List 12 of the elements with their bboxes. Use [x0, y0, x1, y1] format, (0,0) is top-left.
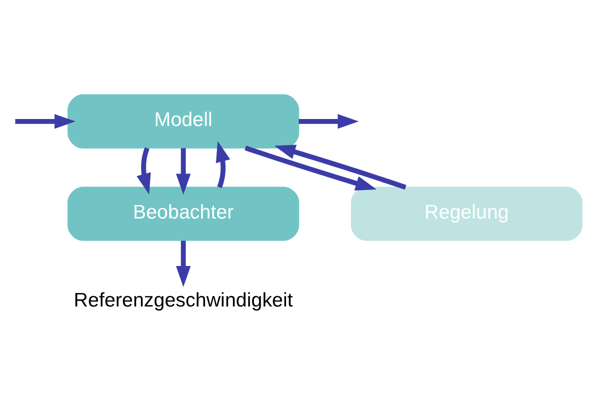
- arrow: [176, 148, 191, 195]
- node-box: Beobachter: [68, 186, 300, 241]
- node-box: Modell: [68, 94, 300, 149]
- arrow: [216, 140, 230, 188]
- arrow: [244, 146, 377, 190]
- arrow: [298, 114, 359, 129]
- arrow: [15, 114, 76, 129]
- arrow: [274, 144, 406, 190]
- node-text: Referenzgeschwindigkeit: [74, 290, 293, 312]
- node-box: Regelung: [350, 186, 582, 241]
- arrow: [176, 240, 191, 288]
- arrow: [136, 147, 151, 194]
